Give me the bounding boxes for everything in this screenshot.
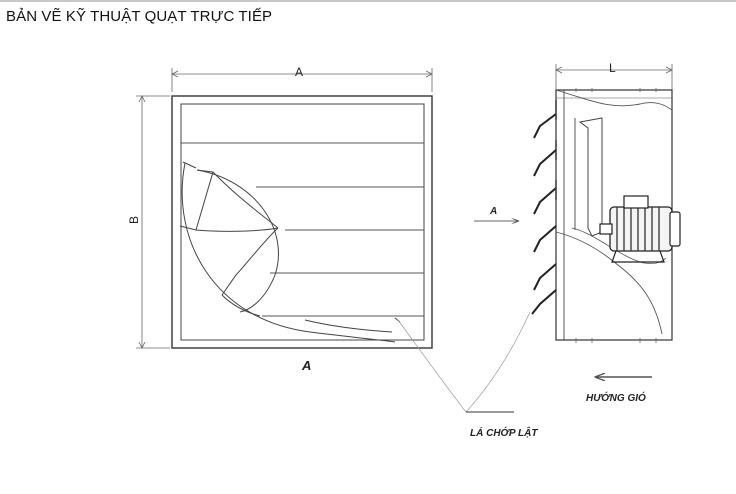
dimension-a-top <box>171 68 433 92</box>
page-title: BẢN VẼ KỸ THUẬT QUẠT TRỰC TIẾP <box>6 8 273 25</box>
dimension-a-bottom-label: A <box>301 358 311 373</box>
motor <box>599 195 681 263</box>
dimension-b-label: B <box>127 216 141 224</box>
louver-label: LÁ CHỚP LẬT <box>470 426 538 439</box>
dimension-a-top-label: A <box>295 65 303 79</box>
motor-bracket <box>578 117 603 237</box>
louver-leader-lines <box>397 311 531 413</box>
front-view: A A B <box>127 65 433 373</box>
window-top-border <box>0 0 736 2</box>
inner-frame <box>180 103 425 341</box>
outer-frame <box>171 95 433 349</box>
dimension-b-side <box>136 95 170 349</box>
dimension-l-top <box>555 64 673 90</box>
airflow-label: A <box>489 206 497 217</box>
wind-direction-label: HƯỚNG GIÓ <box>586 391 646 404</box>
dimension-l-label: L <box>609 61 616 75</box>
side-view: L <box>531 61 681 343</box>
fan-blades <box>179 161 401 343</box>
louver-blades-side <box>531 113 557 315</box>
louver-lines <box>181 142 424 317</box>
